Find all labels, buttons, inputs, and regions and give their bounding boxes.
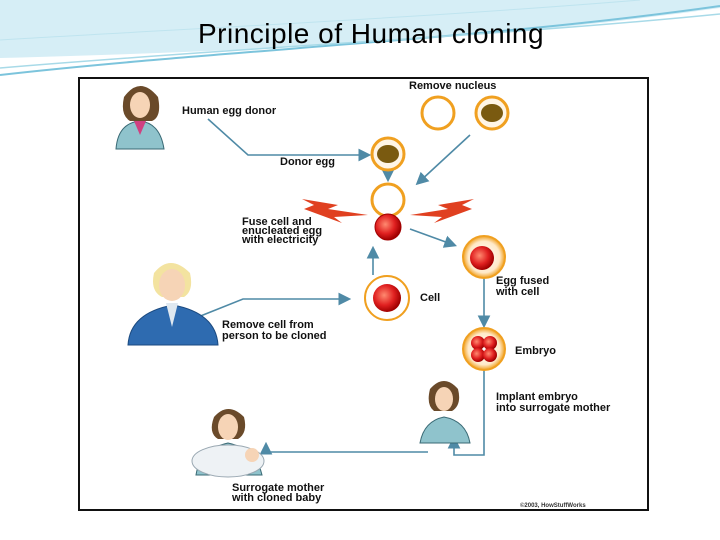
- egg-fused-with-cell: [462, 235, 506, 279]
- donor-body-cell: [364, 275, 410, 321]
- enucleated-egg: [420, 95, 456, 131]
- arrow-person-to-cell: [197, 292, 352, 318]
- electric-spark-right: [410, 199, 474, 223]
- label-fuse-line1: Fuse cell and: [242, 216, 312, 228]
- fusion-cells: [370, 182, 406, 241]
- header-swoosh-line-3: [0, 0, 641, 41]
- copyright-credit: ©2003, HowStuffWorks: [520, 502, 586, 509]
- label-fuse-line3: with electricity: [241, 234, 319, 246]
- arrow-surrogate-to-mother-baby: [259, 441, 428, 455]
- arrow-remove-nucleus-to-fuse: [415, 134, 471, 186]
- label-cell: Cell: [420, 292, 440, 304]
- label-egg-fused-line1: Egg fused: [496, 275, 549, 287]
- label-remove-nucleus: Remove nucleus: [409, 80, 496, 92]
- flow-arrows: [197, 118, 491, 456]
- electric-spark-left: [302, 199, 368, 223]
- header-swoosh: [0, 0, 720, 58]
- header-swoosh-line-2: [0, 13, 720, 69]
- label-surrogate-line1: Surrogate mother: [232, 482, 325, 494]
- arrow-egg-donor-to-donor-egg: [207, 118, 372, 162]
- surrogate-mother-figure: [419, 381, 471, 444]
- arrow-embryo-to-surrogate: [447, 369, 485, 456]
- label-implant-line1: Implant embryo: [496, 391, 578, 403]
- removed-nucleus: [474, 95, 510, 131]
- cloning-diagram: Remove nucleus Human egg donor Donor egg…: [115, 80, 611, 509]
- label-implant-line2: into surrogate mother: [496, 402, 611, 414]
- label-donor-egg: Donor egg: [280, 156, 335, 168]
- surrogate-mother-with-baby-figure: [191, 409, 265, 478]
- person-to-be-cloned-figure: [127, 263, 219, 346]
- label-embryo: Embryo: [515, 345, 556, 357]
- slide-title: Principle of Human cloning: [198, 18, 545, 49]
- donor-egg-cell: [370, 136, 406, 172]
- label-surrogate-line2: with cloned baby: [231, 492, 322, 504]
- label-human-egg-donor: Human egg donor: [182, 105, 277, 117]
- label-remove-cell-line2: person to be cloned: [222, 330, 327, 342]
- egg-donor-figure: [115, 86, 165, 150]
- embryo-cell: [462, 327, 506, 371]
- label-remove-cell-line1: Remove cell from: [222, 319, 314, 331]
- label-fuse-line2: enucleated egg: [242, 225, 322, 237]
- arrow-fuse-to-egg-fused: [409, 228, 458, 248]
- label-egg-fused-line2: with cell: [495, 286, 539, 298]
- header-swoosh-line: [0, 5, 720, 76]
